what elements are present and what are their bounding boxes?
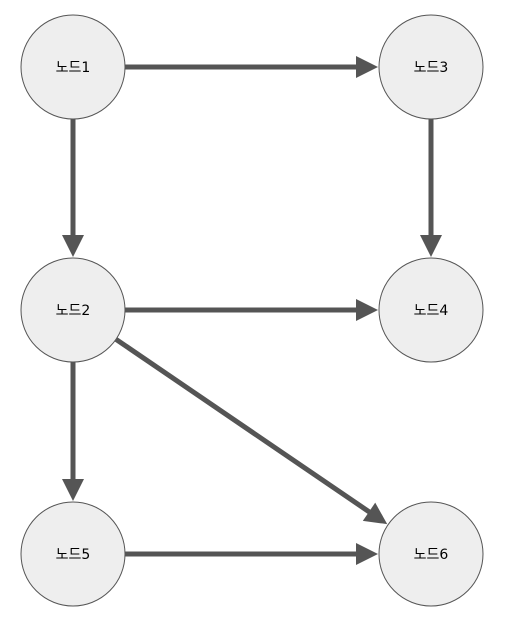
edge-n3-n4	[420, 119, 442, 257]
node-n6: 노드6	[378, 501, 484, 607]
edge-n1-n3	[125, 56, 378, 78]
node-label: 노드2	[56, 303, 91, 319]
node-n1: 노드1	[20, 14, 126, 120]
arrowhead-icon	[62, 235, 84, 257]
node-circle	[378, 14, 484, 120]
edge-n1-n2	[62, 119, 84, 257]
arrowhead-icon	[356, 299, 378, 321]
node-circle	[20, 501, 126, 607]
node-circle	[20, 14, 126, 120]
node-circle	[20, 257, 126, 363]
node-circle	[378, 501, 484, 607]
node-label: 노드3	[414, 60, 449, 76]
node-circle	[378, 257, 484, 363]
node-label: 노드1	[56, 60, 91, 76]
edge-n5-n6	[125, 543, 378, 565]
edge-n2-n4	[125, 299, 378, 321]
node-n5: 노드5	[20, 501, 126, 607]
node-label: 노드4	[414, 303, 449, 319]
node-label: 노드6	[414, 547, 449, 563]
arrowhead-icon	[356, 56, 378, 78]
arrowhead-icon	[362, 502, 388, 525]
arrowhead-icon	[420, 235, 442, 257]
arrowhead-icon	[356, 543, 378, 565]
node-n3: 노드3	[378, 14, 484, 120]
edge-n2-n6	[114, 337, 388, 525]
arrowhead-icon	[62, 479, 84, 501]
node-n4: 노드4	[378, 257, 484, 363]
node-label: 노드5	[56, 547, 91, 563]
edge-line	[114, 337, 373, 515]
nodes-layer: 노드1 노드2 노드3 노드4 노드5 노드6	[20, 14, 484, 607]
edges-layer	[62, 56, 442, 565]
node-n2: 노드2	[20, 257, 126, 363]
edge-n2-n5	[62, 362, 84, 501]
